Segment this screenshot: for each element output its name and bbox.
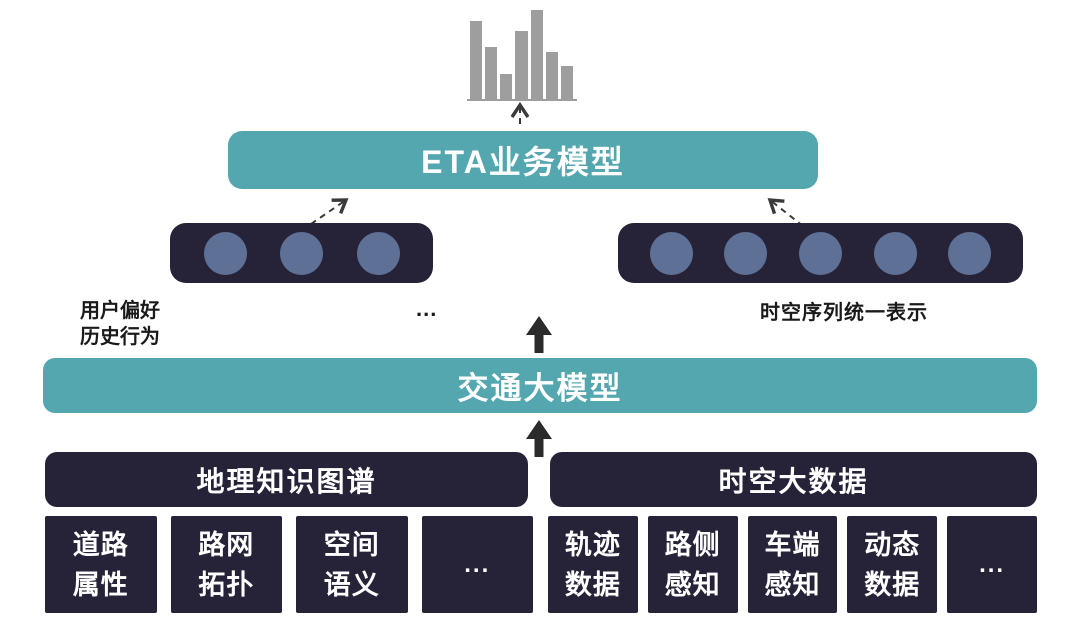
data-item-box: 空间语义 [296,516,408,613]
token-circle [356,231,400,275]
data-item-box: 路网拓扑 [170,516,282,613]
token-circle [798,231,842,275]
data-item-label: 路网 [198,529,255,560]
token-circle [724,231,768,275]
data-item-label: 车端 [764,529,821,560]
token-circle [280,231,323,275]
token-circle [649,231,693,275]
chart-bar [545,52,558,99]
chart-bar [485,47,498,99]
data-item-label: ... [979,550,1006,578]
data-item-label: 数据 [864,569,921,600]
data-item-label: 拓扑 [198,569,255,600]
data-item-box: 轨迹数据 [548,516,638,613]
eta-model-label: ETA业务模型 [421,144,625,180]
traffic-model-bar: 交通大模型 [43,358,1037,413]
data-item-box: ... [947,516,1037,613]
solid-arrow-lower [526,420,552,457]
solid-arrow-upper [526,316,552,353]
traffic-model-label: 交通大模型 [457,371,623,406]
group-header-geo-knowledge-graph: 地理知识图谱 [45,452,528,507]
token-circle [948,231,992,275]
data-item-label: 道路 [72,529,129,560]
chart-bar [530,10,543,99]
chart-bar [515,31,528,99]
data-item-box: 路侧感知 [647,516,738,613]
token-row-right [618,223,1023,283]
data-item-box: 道路属性 [45,516,157,613]
data-item-box: 车端感知 [747,516,838,613]
data-item-label: 轨迹 [564,529,621,560]
chart-bar [500,74,513,99]
geo-items-row: 道路属性路网拓扑空间语义... [45,516,533,613]
token-circle [873,231,917,275]
data-item-label: ... [464,550,491,578]
group-header-spatiotemporal-bigdata: 时空大数据 [550,452,1037,507]
chart-bar [470,21,483,99]
data-item-label: 属性 [72,569,129,600]
label-spatiotemporal-series: 时空序列统一表示 [760,302,928,324]
data-item-label: 语义 [323,569,380,600]
token-circle [203,231,247,275]
eta-model-bar: ETA业务模型 [228,131,818,189]
data-item-label: 感知 [764,569,821,600]
token-row-left [170,223,433,283]
label-user-preference: 用户偏好 历史行为 [80,298,160,350]
data-item-label: 动态 [864,529,921,560]
data-item-label: 空间 [323,529,380,560]
bar-chart-icon [470,10,573,99]
dashed-arrow-left-tokens [310,198,349,225]
chart-bar [560,66,573,99]
bar-chart-baseline [467,99,577,101]
label-user-preference-line2: 历史行为 [80,326,160,348]
data-item-label: 路侧 [664,529,721,560]
label-ellipsis: ... [416,296,438,321]
label-user-preference-line1: 用户偏好 [80,300,160,322]
data-item-box: 动态数据 [847,516,938,613]
data-item-label: 感知 [664,569,721,600]
data-item-label: 数据 [564,569,621,600]
data-item-box: ... [421,516,533,613]
st-items-row: 轨迹数据路侧感知车端感知动态数据... [548,516,1037,613]
